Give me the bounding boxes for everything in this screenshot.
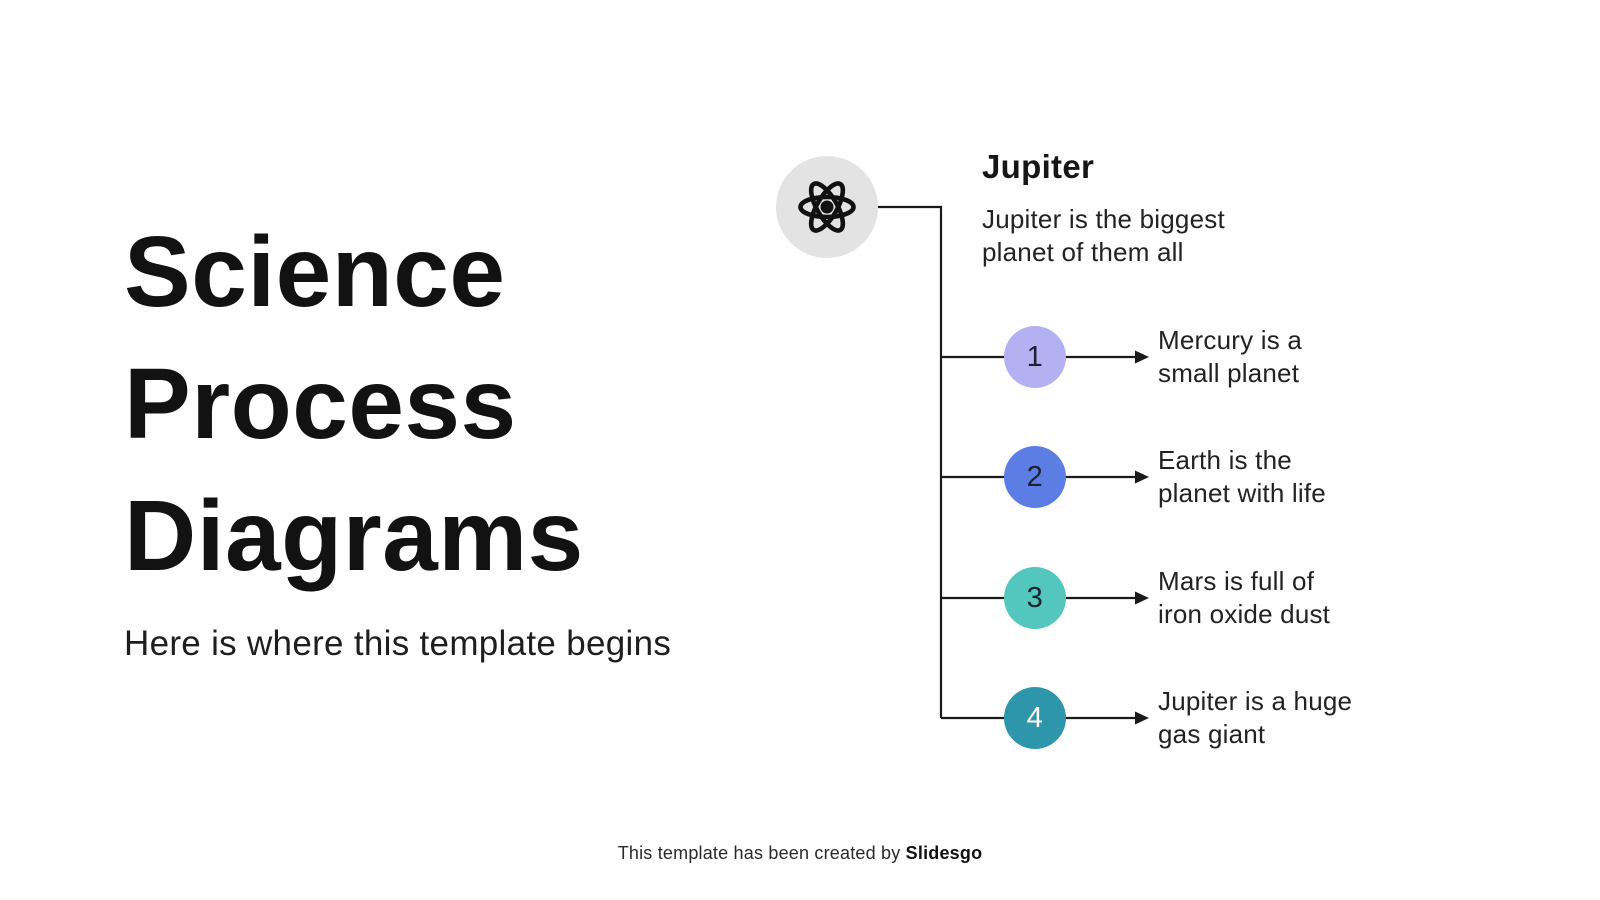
- step-number: 2: [1026, 460, 1044, 493]
- step-text-4: Jupiter is a huge gas giant: [1158, 685, 1352, 751]
- hub-description: Jupiter is the biggest planet of them al…: [982, 203, 1225, 269]
- slide-subtitle: Here is where this template begins: [124, 624, 672, 663]
- step-text-line: gas giant: [1158, 719, 1266, 749]
- slide-title-line: Process: [124, 348, 517, 460]
- step-text-line: small planet: [1158, 358, 1300, 388]
- step-text-1: Mercury is a small planet: [1158, 324, 1302, 390]
- step-circle-2: 2: [1004, 446, 1066, 508]
- slidesgo-brand: Slidesgo: [905, 843, 983, 863]
- footer-credit-text: This template has been created by: [617, 843, 906, 863]
- hub-circle: [776, 156, 878, 258]
- arrow-icon: [1135, 470, 1149, 484]
- step-text-line: Mercury is a: [1158, 325, 1302, 355]
- trunk-line: [878, 205, 943, 718]
- hub-description-line: Jupiter is the biggest: [982, 204, 1225, 234]
- step-text-3: Mars is full of iron oxide dust: [1158, 565, 1330, 631]
- step-number: 4: [1026, 701, 1044, 734]
- hub-heading: Jupiter: [982, 148, 1095, 185]
- step-number: 3: [1026, 581, 1044, 614]
- step-circle-4: 4: [1004, 687, 1066, 749]
- slide-title: Science Process Diagrams: [124, 206, 584, 602]
- arrow-icon: [1135, 711, 1149, 725]
- arrow-icon: [1135, 350, 1149, 364]
- step-text-line: Mars is full of: [1158, 566, 1315, 596]
- slide-title-line: Science: [124, 216, 506, 328]
- step-text-line: Jupiter is a huge: [1158, 686, 1353, 716]
- atom-icon: [795, 176, 859, 238]
- footer-credit: This template has been created by Slides…: [0, 843, 1600, 864]
- step-circle-3: 3: [1004, 567, 1066, 629]
- step-text-line: planet with life: [1158, 478, 1326, 508]
- arrow-icon: [1135, 591, 1149, 605]
- slide-title-line: Diagrams: [124, 480, 584, 592]
- step-circle-1: 1: [1004, 326, 1066, 388]
- hub-description-line: planet of them all: [982, 237, 1184, 267]
- step-text-line: iron oxide dust: [1158, 599, 1331, 629]
- step-text-line: Earth is the: [1158, 445, 1292, 475]
- step-number: 1: [1026, 340, 1044, 373]
- step-text-2: Earth is the planet with life: [1158, 444, 1326, 510]
